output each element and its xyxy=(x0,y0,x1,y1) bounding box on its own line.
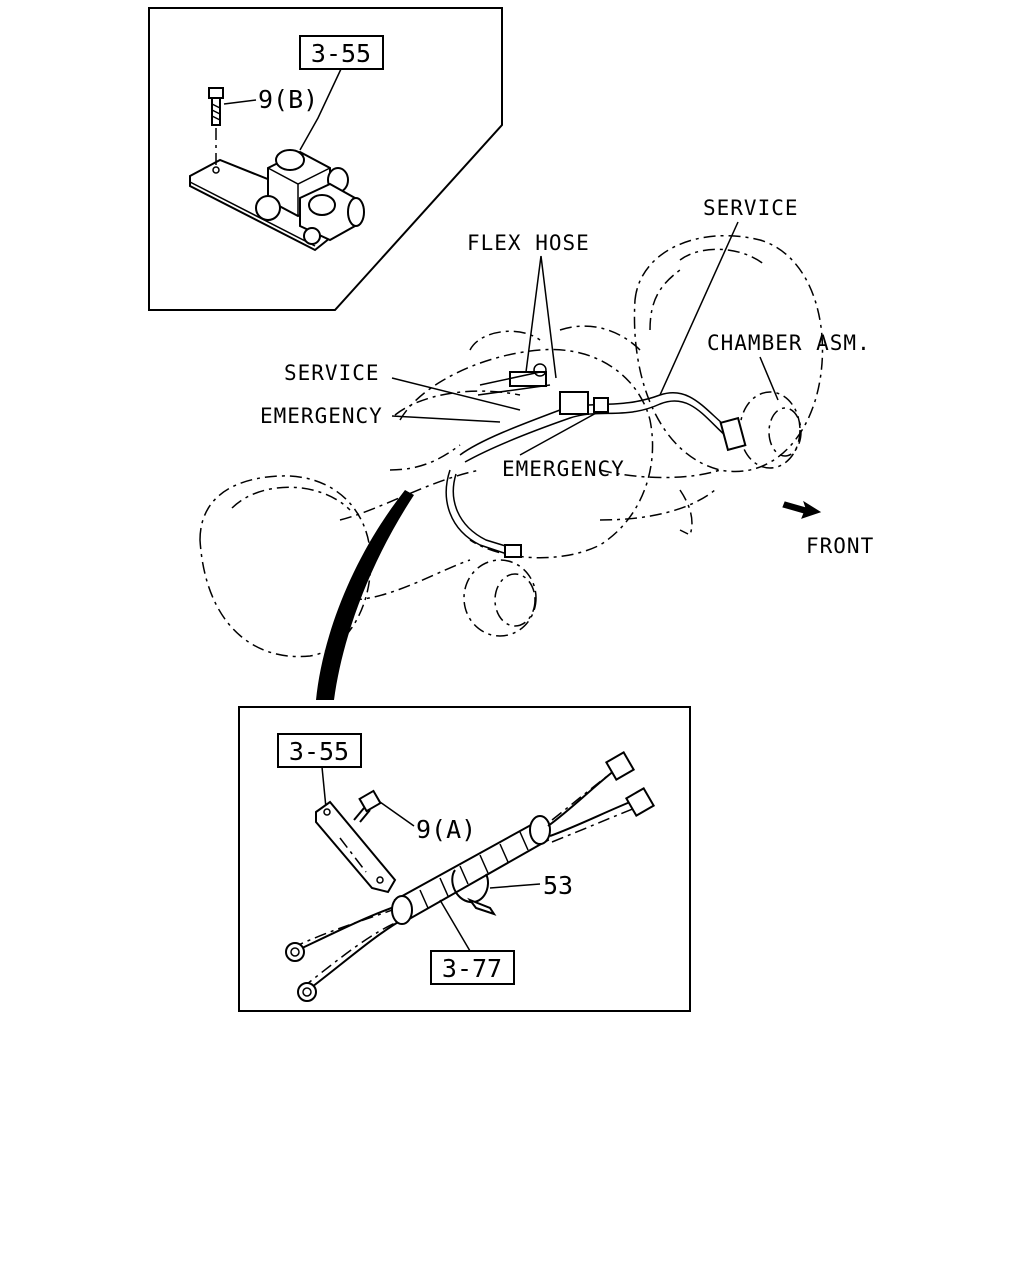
top-ref-box xyxy=(299,35,384,70)
front-indicator: FRONT xyxy=(782,500,874,558)
emergency-hose xyxy=(464,400,729,463)
top-bolt-leader xyxy=(223,99,257,105)
bottom-ref-box-b xyxy=(430,950,515,985)
differential-housing xyxy=(399,348,654,559)
service-top-label: SERVICE xyxy=(703,196,799,220)
service-top-callout: SERVICE xyxy=(659,196,799,396)
top-inset-panel: 3-55 9(B) xyxy=(148,7,503,311)
bottom-ref-b-label: 3-77 xyxy=(442,954,502,983)
brake-chamber-left xyxy=(463,559,537,637)
top-inset-border xyxy=(148,7,503,311)
bottom-inset-border xyxy=(238,706,691,1012)
front-arrow-icon xyxy=(782,500,822,519)
relay-valve-icon xyxy=(189,149,365,252)
service-left-callout: SERVICE xyxy=(284,361,521,411)
hose-bundle-icon xyxy=(285,750,656,1002)
bottom-bolt-label: 9(A) xyxy=(416,815,476,844)
axle-assembly xyxy=(199,234,824,700)
clamp-53-icon xyxy=(451,869,497,916)
bottom-inset-panel: 3-55 9(A) xyxy=(238,706,691,1012)
flex-hose-callout: FLEX HOSE xyxy=(467,231,590,379)
service-left-label: SERVICE xyxy=(284,361,380,385)
emergency-mid-label: EMERGENCY xyxy=(502,457,625,481)
clamp-number-label: 53 xyxy=(543,871,573,900)
flex-hose-label: FLEX HOSE xyxy=(467,231,590,255)
bottom-ref-box-a xyxy=(277,733,362,768)
chamber-label: CHAMBER ASM. xyxy=(707,331,871,355)
right-drum xyxy=(633,234,824,473)
top-ref-leader xyxy=(299,68,342,151)
bracket-icon xyxy=(315,800,397,894)
emergency-mid-callout: EMERGENCY xyxy=(502,411,625,481)
emergency-left-callout: EMERGENCY xyxy=(260,404,501,428)
hose-fittings-icon xyxy=(477,363,609,415)
bottom-ref-a-label: 3-55 xyxy=(289,737,349,766)
front-label: FRONT xyxy=(806,534,874,558)
top-ref-label: 3-55 xyxy=(311,39,371,68)
chamber-callout: CHAMBER ASM. xyxy=(707,331,871,401)
detail-callout-arrow xyxy=(316,490,414,700)
emergency-left-label: EMERGENCY xyxy=(260,404,383,428)
bolt-9a-icon xyxy=(353,789,382,823)
brake-chamber-right xyxy=(739,391,801,469)
top-bolt-label: 9(B) xyxy=(258,85,318,114)
bolt-9b-icon xyxy=(208,87,224,165)
